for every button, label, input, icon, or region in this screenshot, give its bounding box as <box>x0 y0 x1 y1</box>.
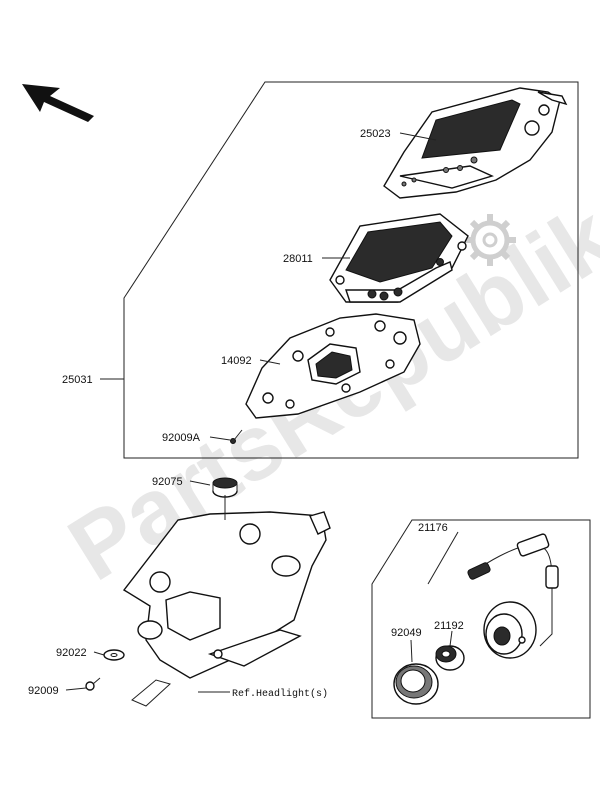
meter-stay-bracket <box>122 511 331 707</box>
washer-92022 <box>103 649 125 661</box>
meter-upper-cover <box>383 87 568 199</box>
gear-21192 <box>435 645 465 671</box>
grommet-92075 <box>212 477 238 498</box>
sensor-group-outline <box>371 519 591 719</box>
callout-92075: 92075 <box>152 476 183 488</box>
callout-92009: 92009 <box>28 685 59 697</box>
callout-25023: 25023 <box>360 128 391 140</box>
callout-25031: 25031 <box>62 374 93 386</box>
ref-headlight-note: Ref.Headlight(s) <box>232 688 328 700</box>
callout-92022: 92022 <box>56 647 87 659</box>
screw-92009 <box>85 677 101 691</box>
callout-21176: 21176 <box>418 522 448 534</box>
direction-arrow-icon <box>22 84 94 122</box>
speed-sensor-cable <box>467 533 559 647</box>
callout-21192: 21192 <box>434 620 464 632</box>
meter-unit <box>329 213 469 303</box>
assembly-outline <box>123 81 579 459</box>
leader-lines <box>65 132 459 693</box>
meter-case <box>245 313 421 419</box>
seal-92049 <box>393 663 439 705</box>
callout-92009a: 92009A <box>162 432 201 444</box>
gear-watermark-icon <box>464 214 516 266</box>
callout-92049: 92049 <box>391 627 422 639</box>
sensor-housing <box>483 601 537 659</box>
callout-28011: 28011 <box>283 253 313 265</box>
callout-14092: 14092 <box>221 355 252 367</box>
screw-92009a <box>230 429 243 444</box>
